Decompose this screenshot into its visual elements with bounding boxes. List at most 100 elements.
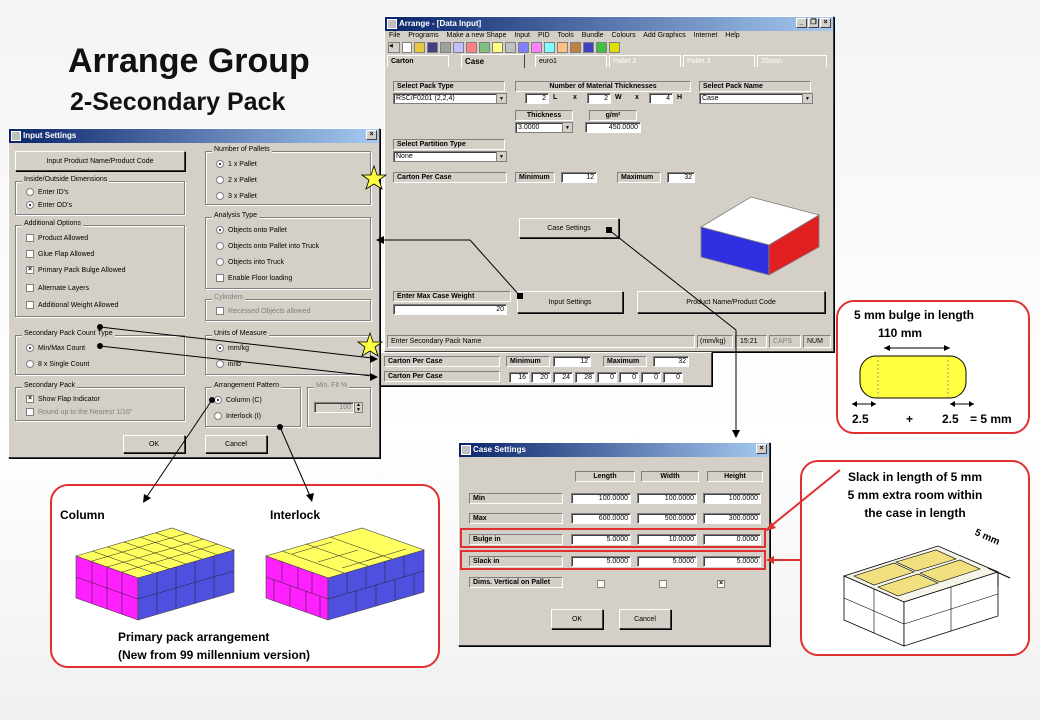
menu-input[interactable]: Input bbox=[514, 32, 530, 39]
radio-icon[interactable] bbox=[26, 188, 34, 196]
radio-icon[interactable] bbox=[216, 258, 224, 266]
toolbar-tool-icon[interactable] bbox=[492, 42, 503, 53]
dim-h-input[interactable]: 4 bbox=[649, 93, 673, 104]
column-option[interactable]: Column (C) bbox=[214, 396, 262, 404]
close-button[interactable]: × bbox=[756, 444, 767, 454]
count-maximum-input[interactable]: 32 bbox=[653, 356, 689, 367]
count-value[interactable]: 0 bbox=[641, 372, 661, 383]
toolbar-tool-icon[interactable] bbox=[531, 42, 542, 53]
toolbar-save-icon[interactable] bbox=[427, 42, 438, 53]
round-up-option[interactable]: Round up to the Nearest 1/16" bbox=[26, 408, 132, 416]
show-flap-indicator-option[interactable]: ×Show Flap Indicator bbox=[26, 395, 100, 403]
input-settings-button[interactable]: Input Settings bbox=[517, 291, 623, 313]
radio-icon[interactable] bbox=[216, 226, 224, 234]
menu-help[interactable]: Help bbox=[725, 32, 740, 39]
count-minimum-input[interactable]: 12 bbox=[553, 356, 591, 367]
toolbar-tool-icon[interactable] bbox=[570, 42, 581, 53]
min-max-count-option[interactable]: Min/Max Count bbox=[26, 344, 85, 352]
enable-floor-loading-option[interactable]: Enable Floor loading bbox=[216, 274, 292, 282]
tab-case[interactable]: Case bbox=[461, 54, 525, 68]
toolbar-help-icon[interactable] bbox=[609, 42, 620, 53]
minimum-input[interactable]: 12 bbox=[561, 172, 597, 183]
slack-width-input[interactable]: 5.0000 bbox=[637, 556, 697, 567]
pack-type-select[interactable]: RSC/F0201 (2,2,4) bbox=[393, 93, 507, 104]
glue-flap-option[interactable]: Glue Flap Allowed bbox=[26, 250, 94, 258]
bulge-length-input[interactable]: 5.0000 bbox=[571, 534, 631, 545]
recessed-objects-option[interactable]: Recessed Objects allowed bbox=[216, 307, 311, 315]
min-length-input[interactable]: 100.0000 bbox=[571, 493, 631, 504]
cancel-button[interactable]: Cancel bbox=[205, 435, 267, 453]
maximum-input[interactable]: 32 bbox=[667, 172, 695, 183]
count-value[interactable]: 0 bbox=[619, 372, 639, 383]
partition-select[interactable]: None bbox=[393, 151, 507, 162]
checkbox-icon[interactable] bbox=[26, 284, 34, 292]
pallet-1-option[interactable]: 1 x Pallet bbox=[216, 160, 257, 168]
radio-icon[interactable] bbox=[26, 201, 34, 209]
enter-ids-option[interactable]: Enter ID's bbox=[26, 188, 69, 196]
case-settings-button[interactable]: Case Settings bbox=[519, 218, 619, 238]
toolbar-tool-icon[interactable] bbox=[557, 42, 568, 53]
tab-pallet-3[interactable]: Pallet 3 bbox=[683, 55, 755, 67]
min-fit-input[interactable]: 100 bbox=[314, 402, 354, 413]
dim-l-input[interactable]: 2 bbox=[525, 93, 549, 104]
menu-programs[interactable]: Programs bbox=[408, 32, 439, 39]
dims-vertical-length-checkbox[interactable] bbox=[597, 580, 605, 588]
min-width-input[interactable]: 100.0000 bbox=[637, 493, 697, 504]
objects-onto-pallet-truck-option[interactable]: Objects onto Pallet into Truck bbox=[216, 242, 319, 250]
checkbox-icon[interactable] bbox=[216, 307, 224, 315]
count-value[interactable]: 28 bbox=[575, 372, 595, 383]
menu-file[interactable]: File bbox=[389, 32, 401, 39]
tab-carton[interactable]: Carton bbox=[387, 55, 449, 67]
product-allowed-option[interactable]: Product Allowed bbox=[26, 234, 88, 242]
checkbox-checked-icon[interactable]: × bbox=[26, 266, 34, 274]
tab-20stan[interactable]: 20stan bbox=[757, 55, 827, 67]
slack-length-input[interactable]: 5.0000 bbox=[571, 556, 631, 567]
close-button[interactable]: × bbox=[820, 18, 831, 28]
toolbar-print-icon[interactable] bbox=[440, 42, 451, 53]
pallet-2-option[interactable]: 2 x Pallet bbox=[216, 176, 257, 184]
radio-icon[interactable] bbox=[216, 360, 224, 368]
tab-pallet-2[interactable]: Pallet 2 bbox=[609, 55, 681, 67]
dims-vertical-width-checkbox[interactable] bbox=[659, 580, 667, 588]
spin-icon[interactable]: ▲▼ bbox=[354, 402, 363, 413]
menu-make-shape[interactable]: Make a new Shape bbox=[446, 32, 507, 39]
bulge-height-input[interactable]: 0.0000 bbox=[703, 534, 761, 545]
menu-internet[interactable]: Internet bbox=[693, 32, 718, 39]
count-value[interactable]: 16 bbox=[509, 372, 529, 383]
max-width-input[interactable]: 500.0000 bbox=[637, 513, 697, 524]
additional-weight-option[interactable]: Additional Weight Allowed bbox=[26, 301, 118, 309]
mm-kg-option[interactable]: mm/kg bbox=[216, 344, 249, 352]
toolbar-open-icon[interactable] bbox=[414, 42, 425, 53]
max-weight-input[interactable]: 20 bbox=[393, 304, 507, 315]
menu-tools[interactable]: Tools bbox=[557, 32, 574, 39]
checkbox-checked-icon[interactable]: × bbox=[26, 395, 34, 403]
toolbar-tool-icon[interactable] bbox=[596, 42, 607, 53]
min-height-input[interactable]: 100.0000 bbox=[703, 493, 761, 504]
objects-onto-pallet-option[interactable]: Objects onto Pallet bbox=[216, 226, 287, 234]
toolbar-new-icon[interactable] bbox=[402, 42, 412, 53]
checkbox-icon[interactable] bbox=[26, 408, 34, 416]
slack-height-input[interactable]: 5.0000 bbox=[703, 556, 761, 567]
primary-bulge-option[interactable]: ×Primary Pack Bulge Allowed bbox=[26, 266, 126, 274]
input-product-name-button[interactable]: Input Product Name/Product Code bbox=[15, 151, 185, 171]
bulge-width-input[interactable]: 10.0000 bbox=[637, 534, 697, 545]
checkbox-icon[interactable] bbox=[26, 250, 34, 258]
count-value[interactable]: 0 bbox=[663, 372, 683, 383]
max-height-input[interactable]: 300.0000 bbox=[703, 513, 761, 524]
menu-bundle[interactable]: Bundle bbox=[581, 32, 604, 39]
checkbox-icon[interactable] bbox=[216, 274, 224, 282]
radio-icon[interactable] bbox=[216, 192, 224, 200]
single-count-option[interactable]: 8 x Single Count bbox=[26, 360, 89, 368]
interlock-option[interactable]: Interlock (I) bbox=[214, 412, 261, 420]
toolbar-tool-icon[interactable] bbox=[518, 42, 529, 53]
gsm-input[interactable]: 450.0000 bbox=[585, 122, 641, 133]
dim-w-input[interactable]: 2 bbox=[587, 93, 611, 104]
radio-icon[interactable] bbox=[214, 396, 222, 404]
pallet-3-option[interactable]: 3 x Pallet bbox=[216, 192, 257, 200]
thickness-select[interactable]: 3.0000 bbox=[515, 122, 573, 133]
radio-icon[interactable] bbox=[26, 360, 34, 368]
count-value[interactable]: 0 bbox=[597, 372, 617, 383]
radio-icon[interactable] bbox=[26, 344, 34, 352]
minimize-button[interactable]: _ bbox=[796, 18, 807, 28]
checkbox-icon[interactable] bbox=[26, 301, 34, 309]
